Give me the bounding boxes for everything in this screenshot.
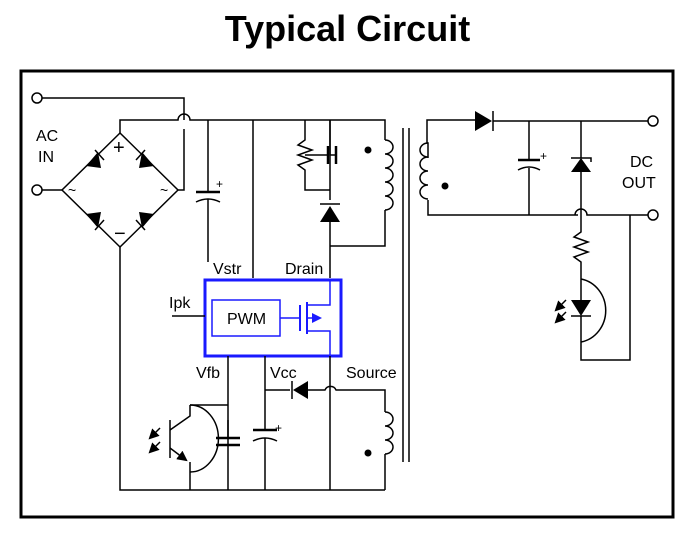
drain-pin-label: Drain xyxy=(285,261,323,278)
dc-out-label-top: DC xyxy=(630,154,653,171)
ac-in-label-bottom: IN xyxy=(38,149,54,166)
transformer-primary xyxy=(330,119,394,247)
dc-out-label-bottom: OUT xyxy=(622,175,656,192)
vcc-capacitor: + xyxy=(252,390,282,490)
svg-text:+: + xyxy=(113,137,125,159)
output-capacitor: + xyxy=(517,121,547,215)
snubber-network xyxy=(295,120,340,278)
feedback-resistor xyxy=(571,210,591,292)
transformer-core xyxy=(402,128,410,462)
transformer-secondary xyxy=(419,119,578,216)
controller-ic: PWM xyxy=(203,278,343,358)
optocoupler-phototransistor xyxy=(148,404,228,490)
dc-output-terminal-bottom xyxy=(647,209,659,221)
svg-text:+: + xyxy=(216,177,223,191)
svg-text:+: + xyxy=(540,149,547,163)
vfb-capacitor xyxy=(216,420,240,447)
output-diode xyxy=(475,111,648,131)
auxiliary-winding xyxy=(364,411,394,490)
ac-input-terminal-bottom xyxy=(31,184,62,196)
ac-input-terminal-top xyxy=(31,92,185,120)
dc-output-terminal-top xyxy=(647,115,659,127)
ipk-pin-label: Ipk xyxy=(169,295,191,312)
svg-text:−: − xyxy=(114,223,126,245)
ac-in-label-top: AC xyxy=(36,128,58,145)
vcc-pin-label: Vcc xyxy=(270,365,297,382)
bulk-capacitor: + xyxy=(195,120,223,262)
zener-diode xyxy=(571,121,592,210)
svg-text:~: ~ xyxy=(160,182,168,198)
vcc-diode xyxy=(265,381,386,412)
diagram-title: Typical Circuit xyxy=(224,8,471,49)
bridge-rectifier: + − ~ ~ xyxy=(60,131,180,249)
pwm-label: PWM xyxy=(227,311,266,328)
vfb-pin-label: Vfb xyxy=(196,365,220,382)
optocoupler-led xyxy=(554,278,607,343)
source-pin-label: Source xyxy=(346,365,397,382)
vstr-pin-label: Vstr xyxy=(213,261,242,278)
svg-text:~: ~ xyxy=(68,182,76,198)
diagram-frame xyxy=(19,69,675,519)
svg-text:+: + xyxy=(275,421,282,435)
